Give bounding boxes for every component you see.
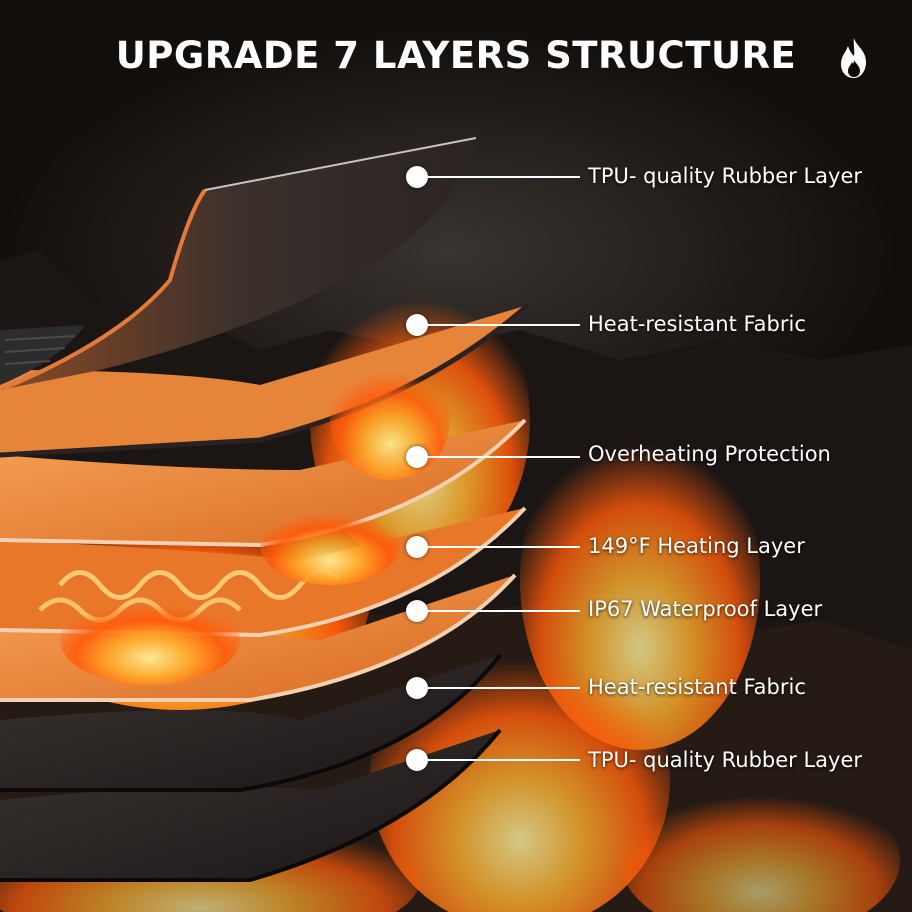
layer-edge: [0, 653, 502, 792]
layer-edge: [0, 506, 527, 638]
layer-edge: [0, 188, 207, 392]
rubber-texture: [4, 335, 76, 365]
fire-glow: [620, 780, 900, 912]
layer-edge: [0, 728, 502, 882]
layer-edge: [204, 137, 477, 191]
layer-fabric-upper: [0, 305, 528, 455]
fire-glow: [330, 360, 450, 480]
fire-glow: [260, 505, 400, 585]
layer-edge: [0, 573, 517, 702]
fire-glow: [60, 595, 240, 685]
layer-fabric-lower: [0, 655, 500, 790]
heating-wire: [58, 568, 342, 600]
layer-rubber-bottom: [0, 730, 500, 880]
page-title: UPGRADE 7 LAYERS STRUCTURE: [115, 34, 797, 77]
flame-icon: [841, 38, 866, 78]
